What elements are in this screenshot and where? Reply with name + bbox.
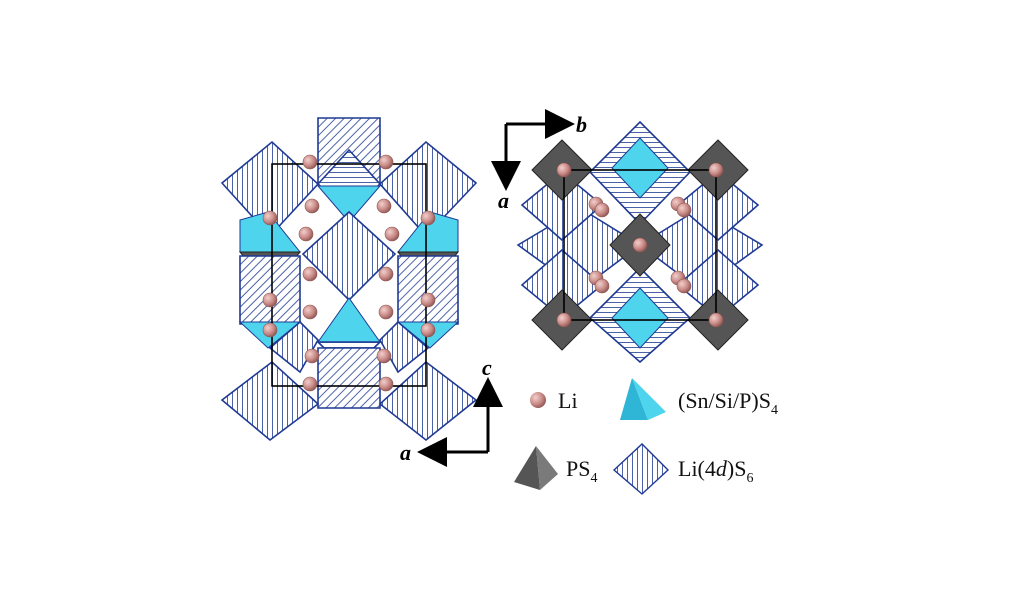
sn-si-p-tetrahedron xyxy=(611,137,669,199)
li-atom xyxy=(594,278,610,294)
structure-view-ac xyxy=(220,117,478,442)
axis-label-a: a xyxy=(400,440,411,465)
ps4-tetrahedron-legend-icon xyxy=(514,446,558,490)
li-atom xyxy=(676,278,692,294)
li-atom xyxy=(632,237,648,253)
legend-label-sn-si-p: (Sn/Si/P)S4 xyxy=(678,388,778,418)
li4d-octahedron xyxy=(397,255,459,325)
li-sphere-legend-icon xyxy=(530,392,546,408)
li-atom xyxy=(298,226,314,242)
li-atom xyxy=(556,312,572,328)
li-atom xyxy=(378,266,394,282)
li-atom xyxy=(302,376,318,392)
sn-si-p-tetrahedron xyxy=(316,185,382,223)
li-atom xyxy=(420,292,436,308)
li4d-octahedron xyxy=(520,170,604,242)
li-atom xyxy=(302,304,318,320)
li4d-octahedron xyxy=(239,255,301,325)
li4d-octahedron xyxy=(317,347,381,409)
li-atoms-ab xyxy=(556,162,724,328)
li-atom xyxy=(420,322,436,338)
li-atom xyxy=(304,348,320,364)
legend-label-li4d: Li(4d)S6 xyxy=(678,456,753,486)
li-atom xyxy=(676,202,692,218)
li-atom xyxy=(262,322,278,338)
structure-view-ab xyxy=(516,120,764,364)
li-atom xyxy=(378,304,394,320)
sn-si-p-tetrahedron xyxy=(611,287,669,349)
li-atom xyxy=(376,348,392,364)
li-atom xyxy=(384,226,400,242)
li4d-octahedron xyxy=(220,360,320,442)
unit-cell xyxy=(271,163,427,387)
li-atom xyxy=(302,266,318,282)
li4d-octahedron xyxy=(676,170,760,242)
li-atom xyxy=(262,292,278,308)
li4d-octahedron xyxy=(301,210,397,302)
li-atom xyxy=(556,162,572,178)
li-atom xyxy=(302,154,318,170)
li-atoms-ac xyxy=(262,154,436,392)
sn-si-p-tetrahedron xyxy=(317,297,381,343)
li-atom xyxy=(262,210,278,226)
li-atom xyxy=(708,312,724,328)
li-atom xyxy=(376,198,392,214)
legend-label-ps4: PS4 xyxy=(566,456,597,486)
legend: Li (Sn/Si/P)S4 PS4 Li(4d)S6 xyxy=(514,378,778,495)
li-atom xyxy=(378,154,394,170)
axis-label-b: b xyxy=(576,112,587,137)
axis-label-c: c xyxy=(482,355,492,380)
axes-ac: c a xyxy=(400,355,503,467)
li-atom xyxy=(304,198,320,214)
li-atom xyxy=(420,210,436,226)
li4d-octahedron xyxy=(378,140,478,238)
sn-si-p-tetrahedron-legend-icon xyxy=(620,378,666,420)
legend-label-li: Li xyxy=(558,388,578,413)
li4d-octahedron-legend-icon xyxy=(612,443,670,495)
li4d-octahedron xyxy=(379,320,430,374)
li4d-octahedron xyxy=(378,360,478,442)
unit-cell xyxy=(563,169,717,321)
li-atom xyxy=(594,202,610,218)
li-atom xyxy=(708,162,724,178)
axis-label-a: a xyxy=(498,188,509,213)
axes-ab: b a xyxy=(491,109,587,213)
li-atom xyxy=(378,376,394,392)
